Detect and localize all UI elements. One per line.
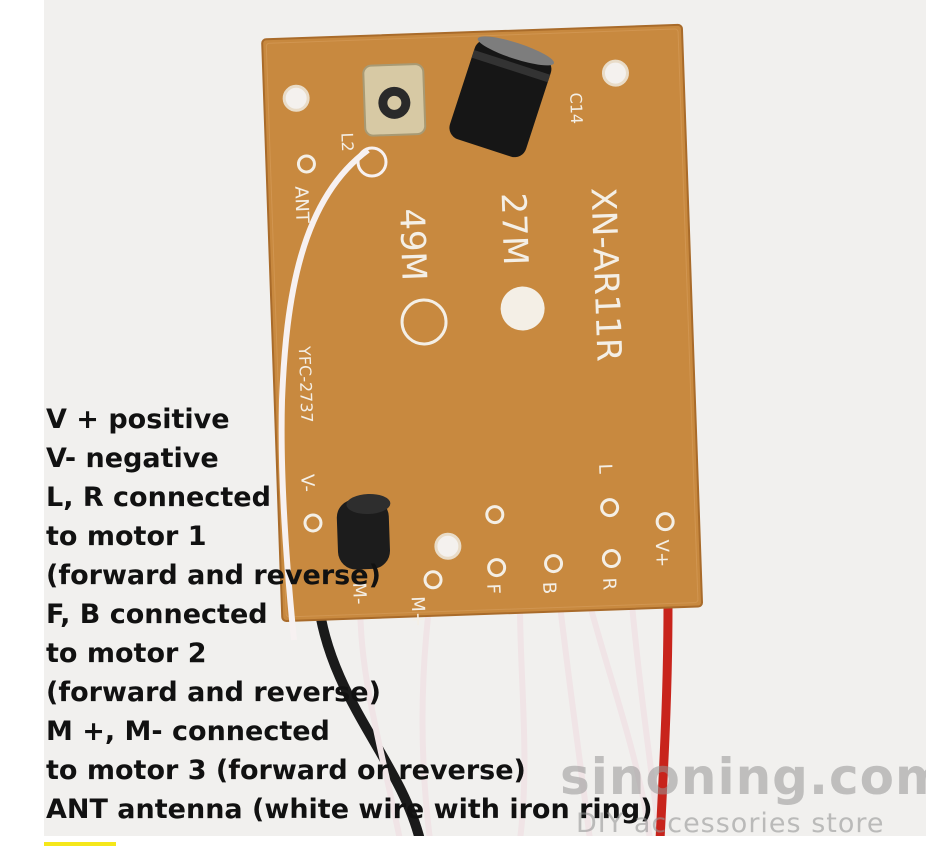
pad-label-f: F	[482, 583, 503, 594]
pad-r	[601, 549, 621, 569]
desc-line: (forward and reverse)	[46, 560, 381, 591]
desc-line: to motor 2	[46, 638, 207, 669]
desc-line: (forward and reverse)	[46, 677, 381, 708]
iron-ring	[356, 146, 388, 178]
antenna-wire	[278, 147, 370, 641]
white-wire	[629, 604, 663, 841]
desc-line: F, B connected	[46, 599, 268, 630]
pad-m-plus	[423, 570, 443, 590]
pad-label-m-minus: M-	[348, 582, 370, 605]
freq-27-label: 27M	[493, 192, 536, 266]
freq-49-dot	[400, 298, 448, 346]
red-wire	[655, 604, 673, 841]
pad-label-v-minus: V-	[296, 474, 318, 492]
ant-label: ANT	[290, 186, 312, 224]
yellow-underline	[44, 842, 116, 846]
pad-label-l: L	[594, 463, 615, 474]
white-wire	[419, 599, 433, 841]
pin-description: V + positive V- negative L, R connected …	[46, 400, 653, 829]
ant-pad	[296, 154, 316, 174]
pad-row: V- M- M+ F B L R V+	[296, 463, 675, 627]
pcb-board: L2 C14 ANT XN-AR11R 27M 49M YFC-2737	[261, 23, 703, 627]
desc-line: M +, M- connected	[46, 716, 330, 747]
pcb-substrate	[261, 23, 703, 622]
mount-hole	[601, 59, 629, 87]
desc-line: to motor 1	[46, 521, 207, 552]
desc-line: V + positive	[46, 404, 230, 435]
pad-label-v-plus: V+	[651, 539, 673, 567]
pad-f-top	[485, 505, 505, 525]
pad-b	[544, 554, 564, 574]
desc-line: L, R connected	[46, 482, 271, 513]
white-wire	[517, 604, 528, 841]
pad-label-r: R	[598, 577, 619, 590]
pad-v-plus	[655, 512, 675, 532]
watermark-tagline: DIY accessories store	[576, 808, 885, 839]
desc-line: V- negative	[46, 443, 219, 474]
freq-27-dot	[500, 286, 545, 331]
wire-bundle	[313, 599, 673, 842]
mount-hole	[282, 84, 310, 112]
pad-f	[487, 558, 507, 578]
pad-v-minus	[303, 513, 323, 533]
freq-49-label: 49M	[391, 208, 434, 282]
transistor	[336, 493, 391, 570]
pad-label-b: B	[538, 581, 559, 594]
mount-hole	[434, 532, 462, 560]
desc-line: ANT antenna (white wire with iron ring)	[46, 794, 653, 825]
coil-label: L2	[337, 132, 357, 152]
model-label: XN-AR11R	[582, 187, 628, 362]
pad-l	[600, 498, 620, 518]
white-wire	[557, 604, 593, 841]
black-wire	[313, 599, 425, 842]
white-wire	[357, 599, 403, 841]
capacitor-label: C14	[566, 92, 586, 124]
capacitor	[449, 36, 554, 158]
desc-line: to motor 3 (forward or reverse)	[46, 755, 526, 786]
board-code: YFC-2737	[295, 345, 317, 423]
bottom-margin	[0, 836, 926, 848]
watermark-brand: sinoning.com	[560, 748, 926, 806]
left-margin	[0, 0, 44, 848]
white-wire	[587, 604, 653, 841]
pad-label-m-plus: M+	[407, 596, 429, 627]
